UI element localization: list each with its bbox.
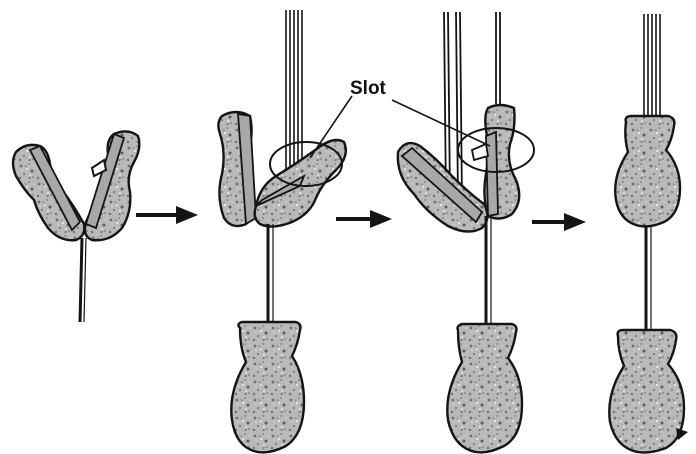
stage-2-wire-bundle	[286, 10, 302, 176]
arrow-right-icon	[532, 213, 586, 231]
stage-3-bottom-bob	[447, 324, 522, 452]
stage-4-top-bob	[615, 116, 680, 227]
stage-4-wire-bundle	[644, 14, 660, 118]
stage-2-bottom-bob	[231, 322, 304, 452]
slot-leader-line-right	[392, 100, 490, 146]
stage-4	[609, 14, 688, 453]
stage-2	[218, 10, 345, 452]
arrow-right-icon	[136, 206, 198, 224]
slot-label: Slot	[350, 78, 387, 99]
stage-3	[398, 12, 534, 452]
stage-4-bottom-bob	[609, 330, 684, 453]
arrow-right-icon	[336, 210, 392, 228]
stage-1-rod	[80, 238, 82, 322]
stage-1	[13, 131, 139, 322]
